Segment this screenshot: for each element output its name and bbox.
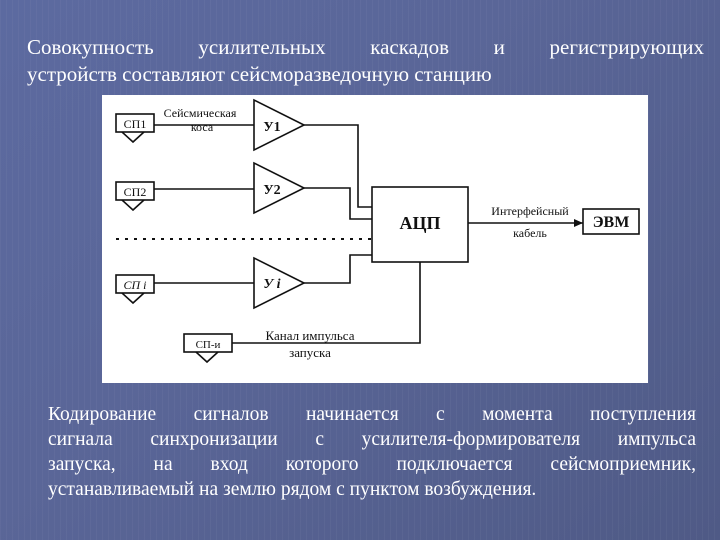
sensor-i-base	[121, 292, 145, 305]
heading-line-1: Совокупность усилительных каскадов и рег…	[27, 35, 704, 59]
arrow-head-icon	[574, 219, 583, 227]
line-a2-adc	[304, 187, 372, 220]
sensor-box-1	[115, 113, 155, 133]
sensor-box-i	[115, 274, 155, 294]
slide-heading: Совокупность усилительных каскадов и рег…	[27, 34, 704, 88]
adc-label: АЦП	[399, 213, 440, 233]
computer-label: ЭВМ	[593, 214, 630, 231]
amplifier-label-i: У i	[263, 277, 280, 292]
amplifier-label-1: У1	[263, 120, 280, 135]
sensor-1-base	[121, 131, 145, 144]
trigger-channel-label-2: запуска	[289, 345, 331, 360]
sensor-label-trigger: СП-и	[196, 339, 221, 351]
adc-box	[371, 186, 469, 263]
line-a1-adc	[304, 124, 372, 208]
sensor-label-i: СП i	[123, 278, 146, 292]
description-line-3: запуска, на вход которого подключается с…	[48, 454, 696, 475]
sensor-label-1: СП1	[124, 117, 147, 131]
streamer-label-2: коса	[191, 120, 214, 134]
amplifier-2	[253, 161, 306, 215]
line-trigger-adc	[232, 262, 421, 344]
sensor-label-2: СП2	[124, 185, 147, 199]
description-line-4: устанавливаемый на землю рядом с пунктом…	[48, 479, 537, 500]
description-line-2: сигнала синхронизации с усилителя-формир…	[48, 429, 696, 450]
streamer-label-1: Сейсмическая	[164, 106, 237, 120]
sensor-2-base	[121, 199, 145, 212]
heading-line-2: устройств составляют сейсморазведочную с…	[27, 62, 492, 86]
interface-cable-label-1: Интерфейсный	[491, 204, 569, 218]
seismic-station-diagram: СП1 СП2 СП i СП-и У1 У2 У i Сейсмическая…	[102, 95, 648, 383]
amplifier-label-2: У2	[263, 183, 280, 198]
line-ai-adc	[304, 254, 372, 284]
description-paragraph: Кодирование сигналов начинается с момент…	[48, 402, 696, 502]
interface-cable-label-2: кабель	[513, 226, 547, 240]
trigger-channel-label-1: Канал импульса	[265, 328, 354, 343]
description-line-1: Кодирование сигналов начинается с момент…	[48, 404, 696, 425]
diagram-svg: СП1 СП2 СП i СП-и У1 У2 У i Сейсмическая…	[115, 98, 640, 364]
sensor-trigger-base	[195, 351, 219, 364]
sensor-box-2	[115, 181, 155, 201]
computer-box	[582, 208, 640, 235]
